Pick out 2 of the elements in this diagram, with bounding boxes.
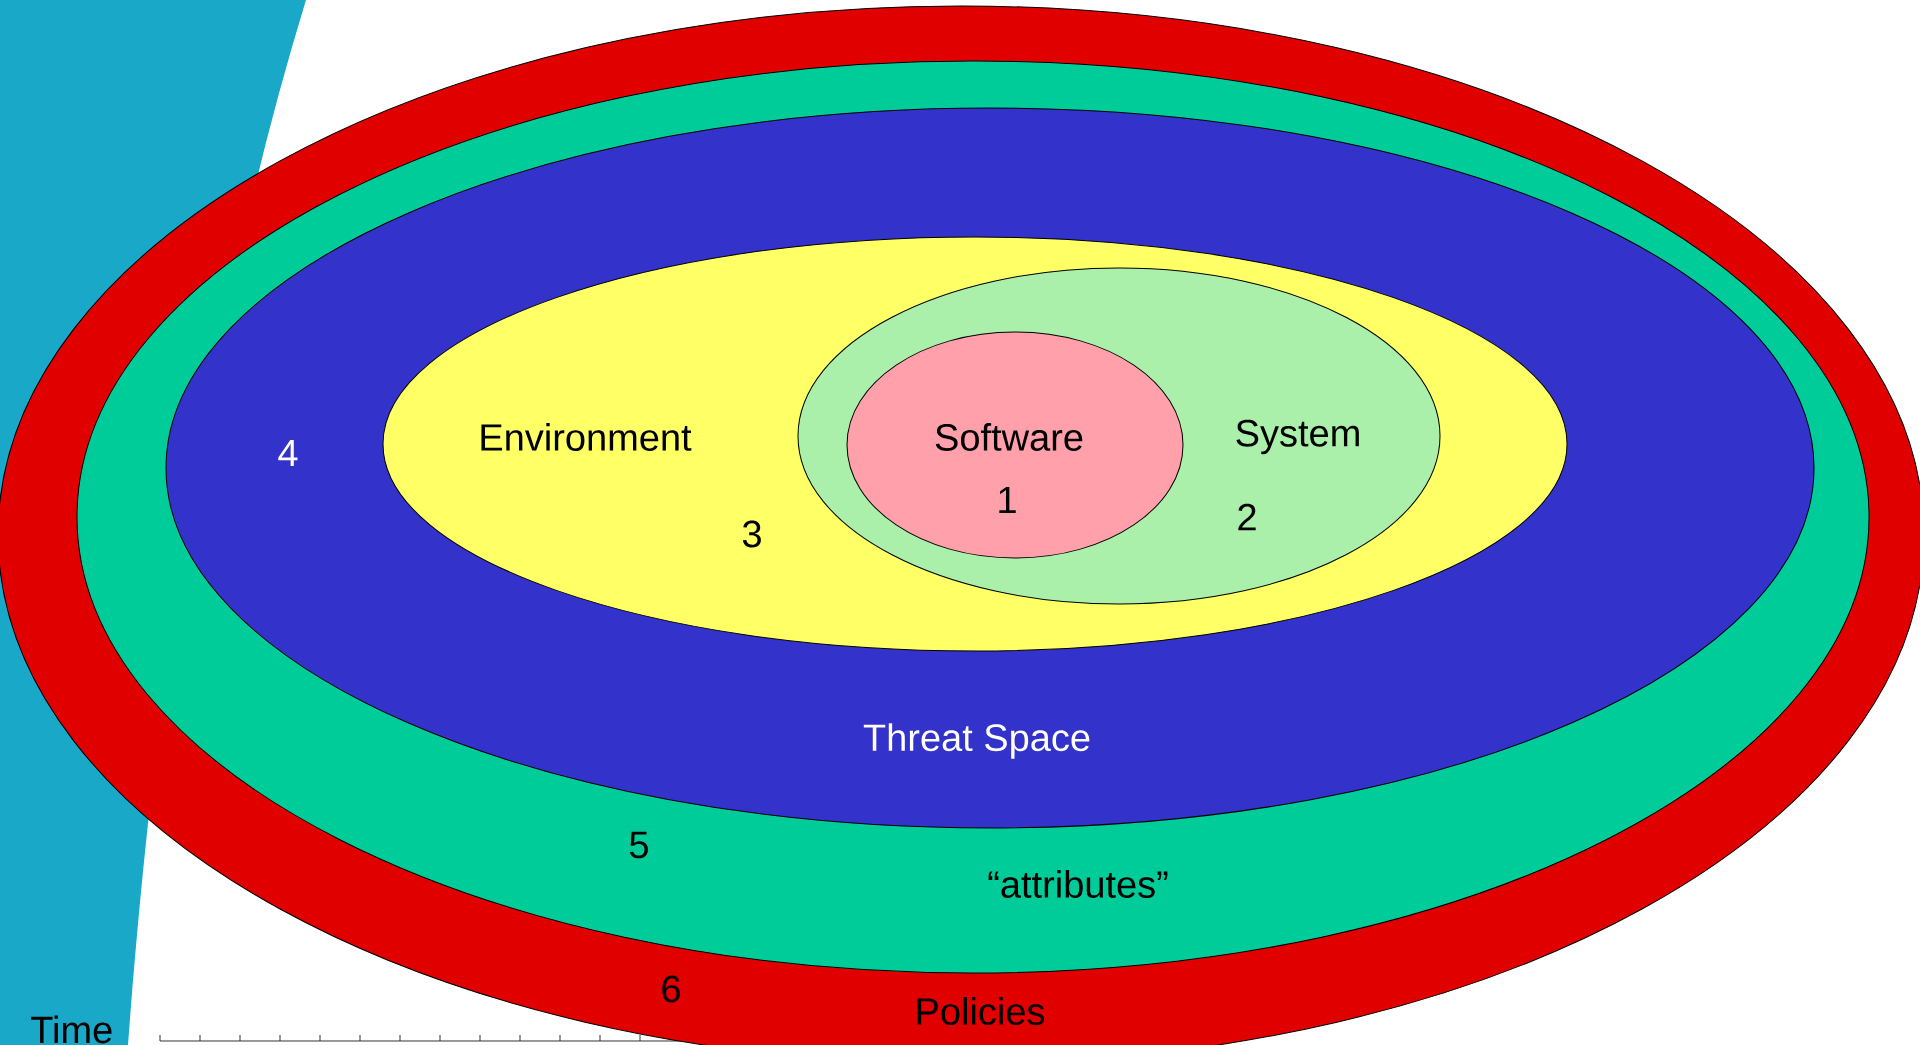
ellipse-region: Software 1 [846,331,1184,559]
axis-label: Time [31,1015,112,1044]
